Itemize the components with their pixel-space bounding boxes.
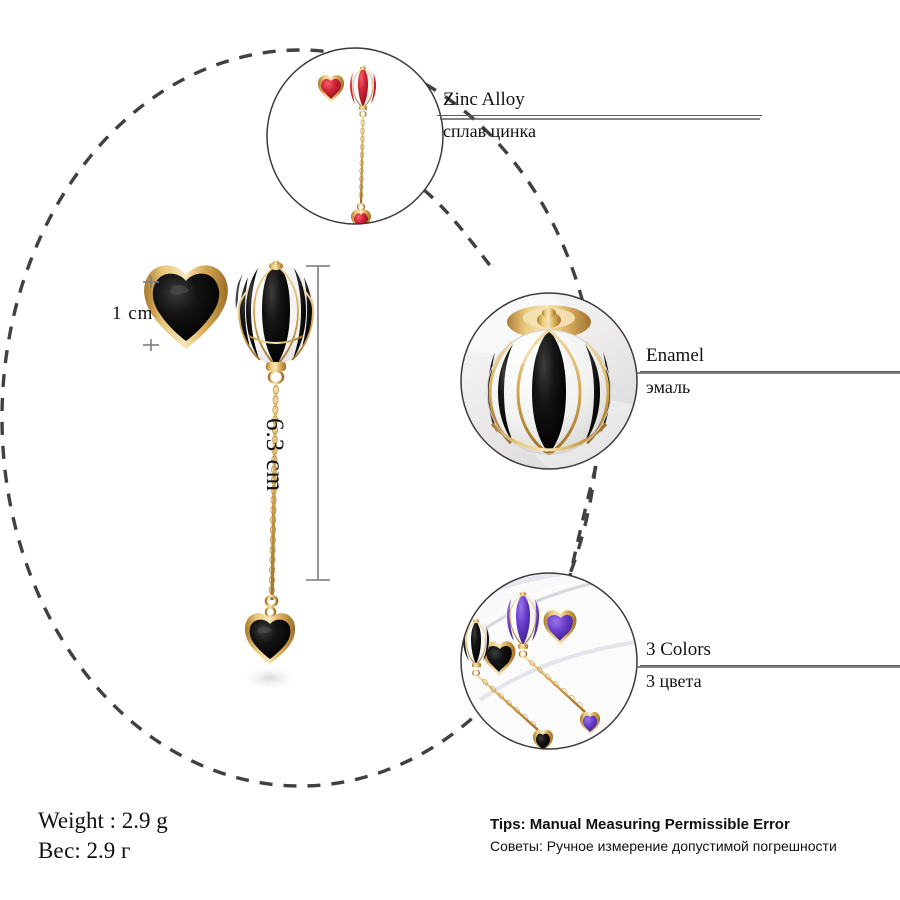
callout-zinc-alloy-rule <box>437 115 762 116</box>
callout-zinc-alloy-ru: сплав цинка <box>443 121 536 141</box>
detail-circle-enamel-closeup <box>460 292 638 470</box>
callout-enamel-ru: эмаль <box>646 377 691 397</box>
measurement-label-drop-length: 6.3 cm <box>261 418 288 493</box>
product-balloon-drop-earring <box>235 260 314 691</box>
tips-ru: Советы: Ручное измерение допустимой погр… <box>490 838 837 854</box>
detail-circle-red-variant <box>266 47 444 225</box>
callout-three-colors-rule <box>640 665 900 666</box>
weight-ru: Вес: 2.9 г <box>38 838 131 863</box>
weight-en: Weight : 2.9 g <box>38 808 168 833</box>
tips-block: Tips: Manual Measuring Permissible Error… <box>490 814 837 857</box>
callout-three-colors: 3 Colors 3 цвета <box>640 638 900 693</box>
detail-circle-three-colors <box>460 572 638 750</box>
product-heart-stud <box>144 265 228 349</box>
connector-enamel-to-colors <box>568 465 598 577</box>
measurement-label-stud-height: 1 cm <box>112 303 154 324</box>
callout-zinc-alloy: Zinc Alloy сплав цинка <box>437 88 762 143</box>
callout-three-colors-en: 3 Colors <box>646 639 711 660</box>
callout-three-colors-ru: 3 цвета <box>646 671 702 691</box>
chain <box>264 382 279 618</box>
connector-top-to-balloon <box>422 188 494 270</box>
measure-6-3cm <box>306 265 330 581</box>
heart-pendant <box>244 613 296 664</box>
callout-enamel-en: Enamel <box>646 345 705 366</box>
tips-en: Tips: Manual Measuring Permissible Error <box>490 816 790 833</box>
weight-block: Weight : 2.9 g Вес: 2.9 г <box>38 806 168 866</box>
measure-1cm <box>143 276 159 351</box>
callout-enamel: Enamel эмаль <box>640 344 900 399</box>
callout-zinc-alloy-en: Zinc Alloy <box>443 89 525 110</box>
callout-enamel-rule <box>640 371 900 372</box>
